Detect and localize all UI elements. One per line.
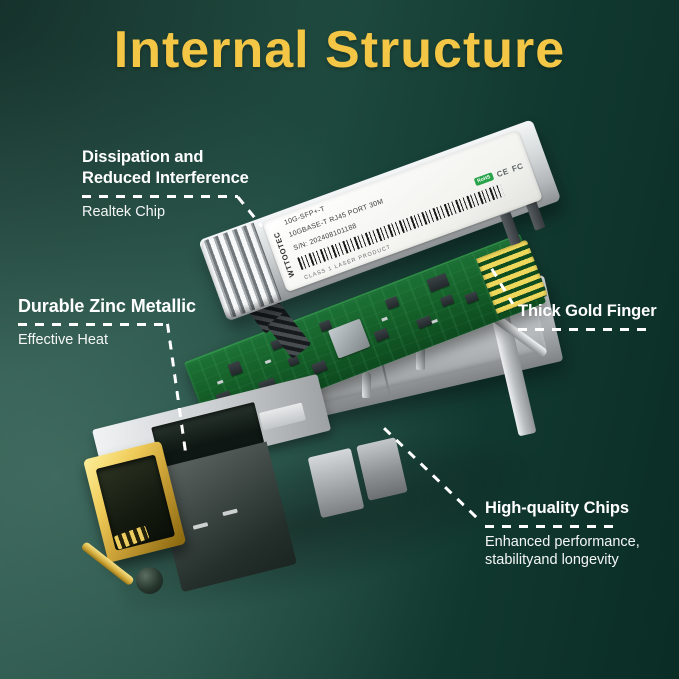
callout-chips: High-quality Chips Enhanced performance,…	[485, 498, 640, 569]
callout-zinc: Durable Zinc Metallic Effective Heat	[18, 296, 196, 350]
callout-heading-line: Reduced Interference	[82, 169, 249, 187]
ce-mark: CE	[495, 166, 510, 179]
front-step	[258, 402, 306, 431]
rj45-cavity	[95, 454, 176, 551]
callout-heading: Thick Gold Finger	[518, 302, 657, 320]
housing-post	[416, 344, 425, 370]
callout-dissipation: Dissipation and Reduced Interference Rea…	[82, 147, 249, 222]
slot-mark	[192, 522, 209, 530]
rj45-gold-pins	[113, 525, 150, 550]
callout-heading-line: Dissipation and	[82, 148, 204, 166]
rohs-mark: RoHS	[473, 172, 495, 187]
callout-heading: Dissipation and Reduced Interference	[82, 147, 249, 189]
callout-gold-finger: Thick Gold Finger	[518, 301, 657, 331]
callout-subtext: Realtek Chip	[82, 204, 166, 220]
dashed-underline	[18, 323, 170, 326]
housing-post	[362, 372, 371, 398]
callout-heading: High-quality Chips	[485, 499, 629, 517]
callout-subtext-line: Enhanced performance,	[485, 534, 640, 550]
callout-subtext: Effective Heat	[18, 332, 109, 348]
fcc-mark: FC	[510, 160, 525, 174]
callout-heading: Durable Zinc Metallic	[18, 296, 196, 316]
page-title: Internal Structure	[113, 21, 566, 79]
dashed-underline	[82, 195, 238, 198]
slot-mark	[222, 508, 238, 517]
dashed-underline	[518, 328, 650, 331]
callout-subtext-line: stabilityand longevity	[485, 551, 619, 568]
dashed-underline	[485, 525, 619, 528]
callout-subtext: Enhanced performance, stabilityand longe…	[485, 534, 640, 569]
latch-knob	[136, 567, 163, 594]
